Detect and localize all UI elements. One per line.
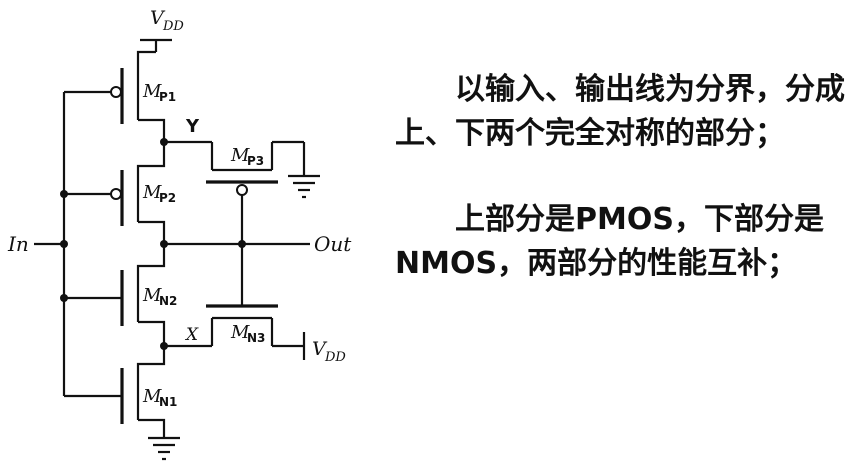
- ground-mp3: [288, 174, 320, 199]
- transistor-stack: [110, 50, 166, 438]
- schmitt-trigger-schematic: V DD: [7, 7, 352, 461]
- vdd-top-label: V: [150, 7, 166, 29]
- mn2-source: [138, 320, 166, 346]
- mp2-subscript: P2: [159, 191, 176, 205]
- note-paragraph-symmetry: 以输入、输出线为分界，分成上、下两个完全对称的部分；: [395, 72, 845, 151]
- mp1-drain: [138, 118, 166, 142]
- mp3-subscript: P3: [247, 154, 264, 168]
- mp3-gate-bubble: [236, 184, 248, 196]
- x-node-label: X: [184, 325, 199, 345]
- in-label: In: [7, 232, 29, 256]
- ground-bottom: [148, 436, 180, 461]
- note-paragraph-complementary: 上部分是PMOS，下部分是NMOS，两部分的性能互补；: [395, 202, 824, 281]
- mn1-source: [138, 418, 166, 438]
- transistor-labels: M P1 M P2 M P3 M N2 M N3 M N1: [142, 81, 265, 409]
- mn2-subscript: N2: [159, 294, 177, 308]
- mn3-subscript: N3: [247, 331, 265, 345]
- mp2-gate-bubble: [110, 188, 122, 200]
- vdd-top-supply: V DD: [140, 7, 184, 52]
- mp2-drain: [138, 220, 166, 244]
- mp1-label: M: [142, 81, 162, 102]
- explanation-text: 以输入、输出线为分界，分成上、下两个完全对称的部分； 上部分是PMOS，下部分是…: [395, 68, 857, 286]
- mp1-subscript: P1: [159, 90, 176, 104]
- output-net: Out: [160, 232, 352, 256]
- mp1-source: [136, 50, 156, 76]
- mn3-feedback: X V DD: [160, 304, 346, 365]
- out-label: Out: [314, 232, 352, 256]
- mp3-feedback: Y: [160, 116, 306, 306]
- vdd-top-subscript: DD: [162, 19, 184, 34]
- vdd-right-label: V: [312, 338, 328, 360]
- input-net: In: [7, 90, 122, 398]
- mn1-label: M: [142, 386, 162, 407]
- mn1-drain: [136, 346, 166, 374]
- mp2-source: [136, 142, 166, 178]
- mn2-drain: [136, 244, 166, 276]
- mn2-label: M: [142, 285, 162, 306]
- mp3-label: M: [230, 145, 250, 166]
- mp1-gate-bubble: [110, 86, 122, 98]
- mn3-label: M: [230, 322, 250, 343]
- mp2-label: M: [142, 182, 162, 203]
- mn1-subscript: N1: [159, 395, 177, 409]
- y-node-label: Y: [185, 116, 200, 137]
- vdd-right-subscript: DD: [324, 350, 346, 365]
